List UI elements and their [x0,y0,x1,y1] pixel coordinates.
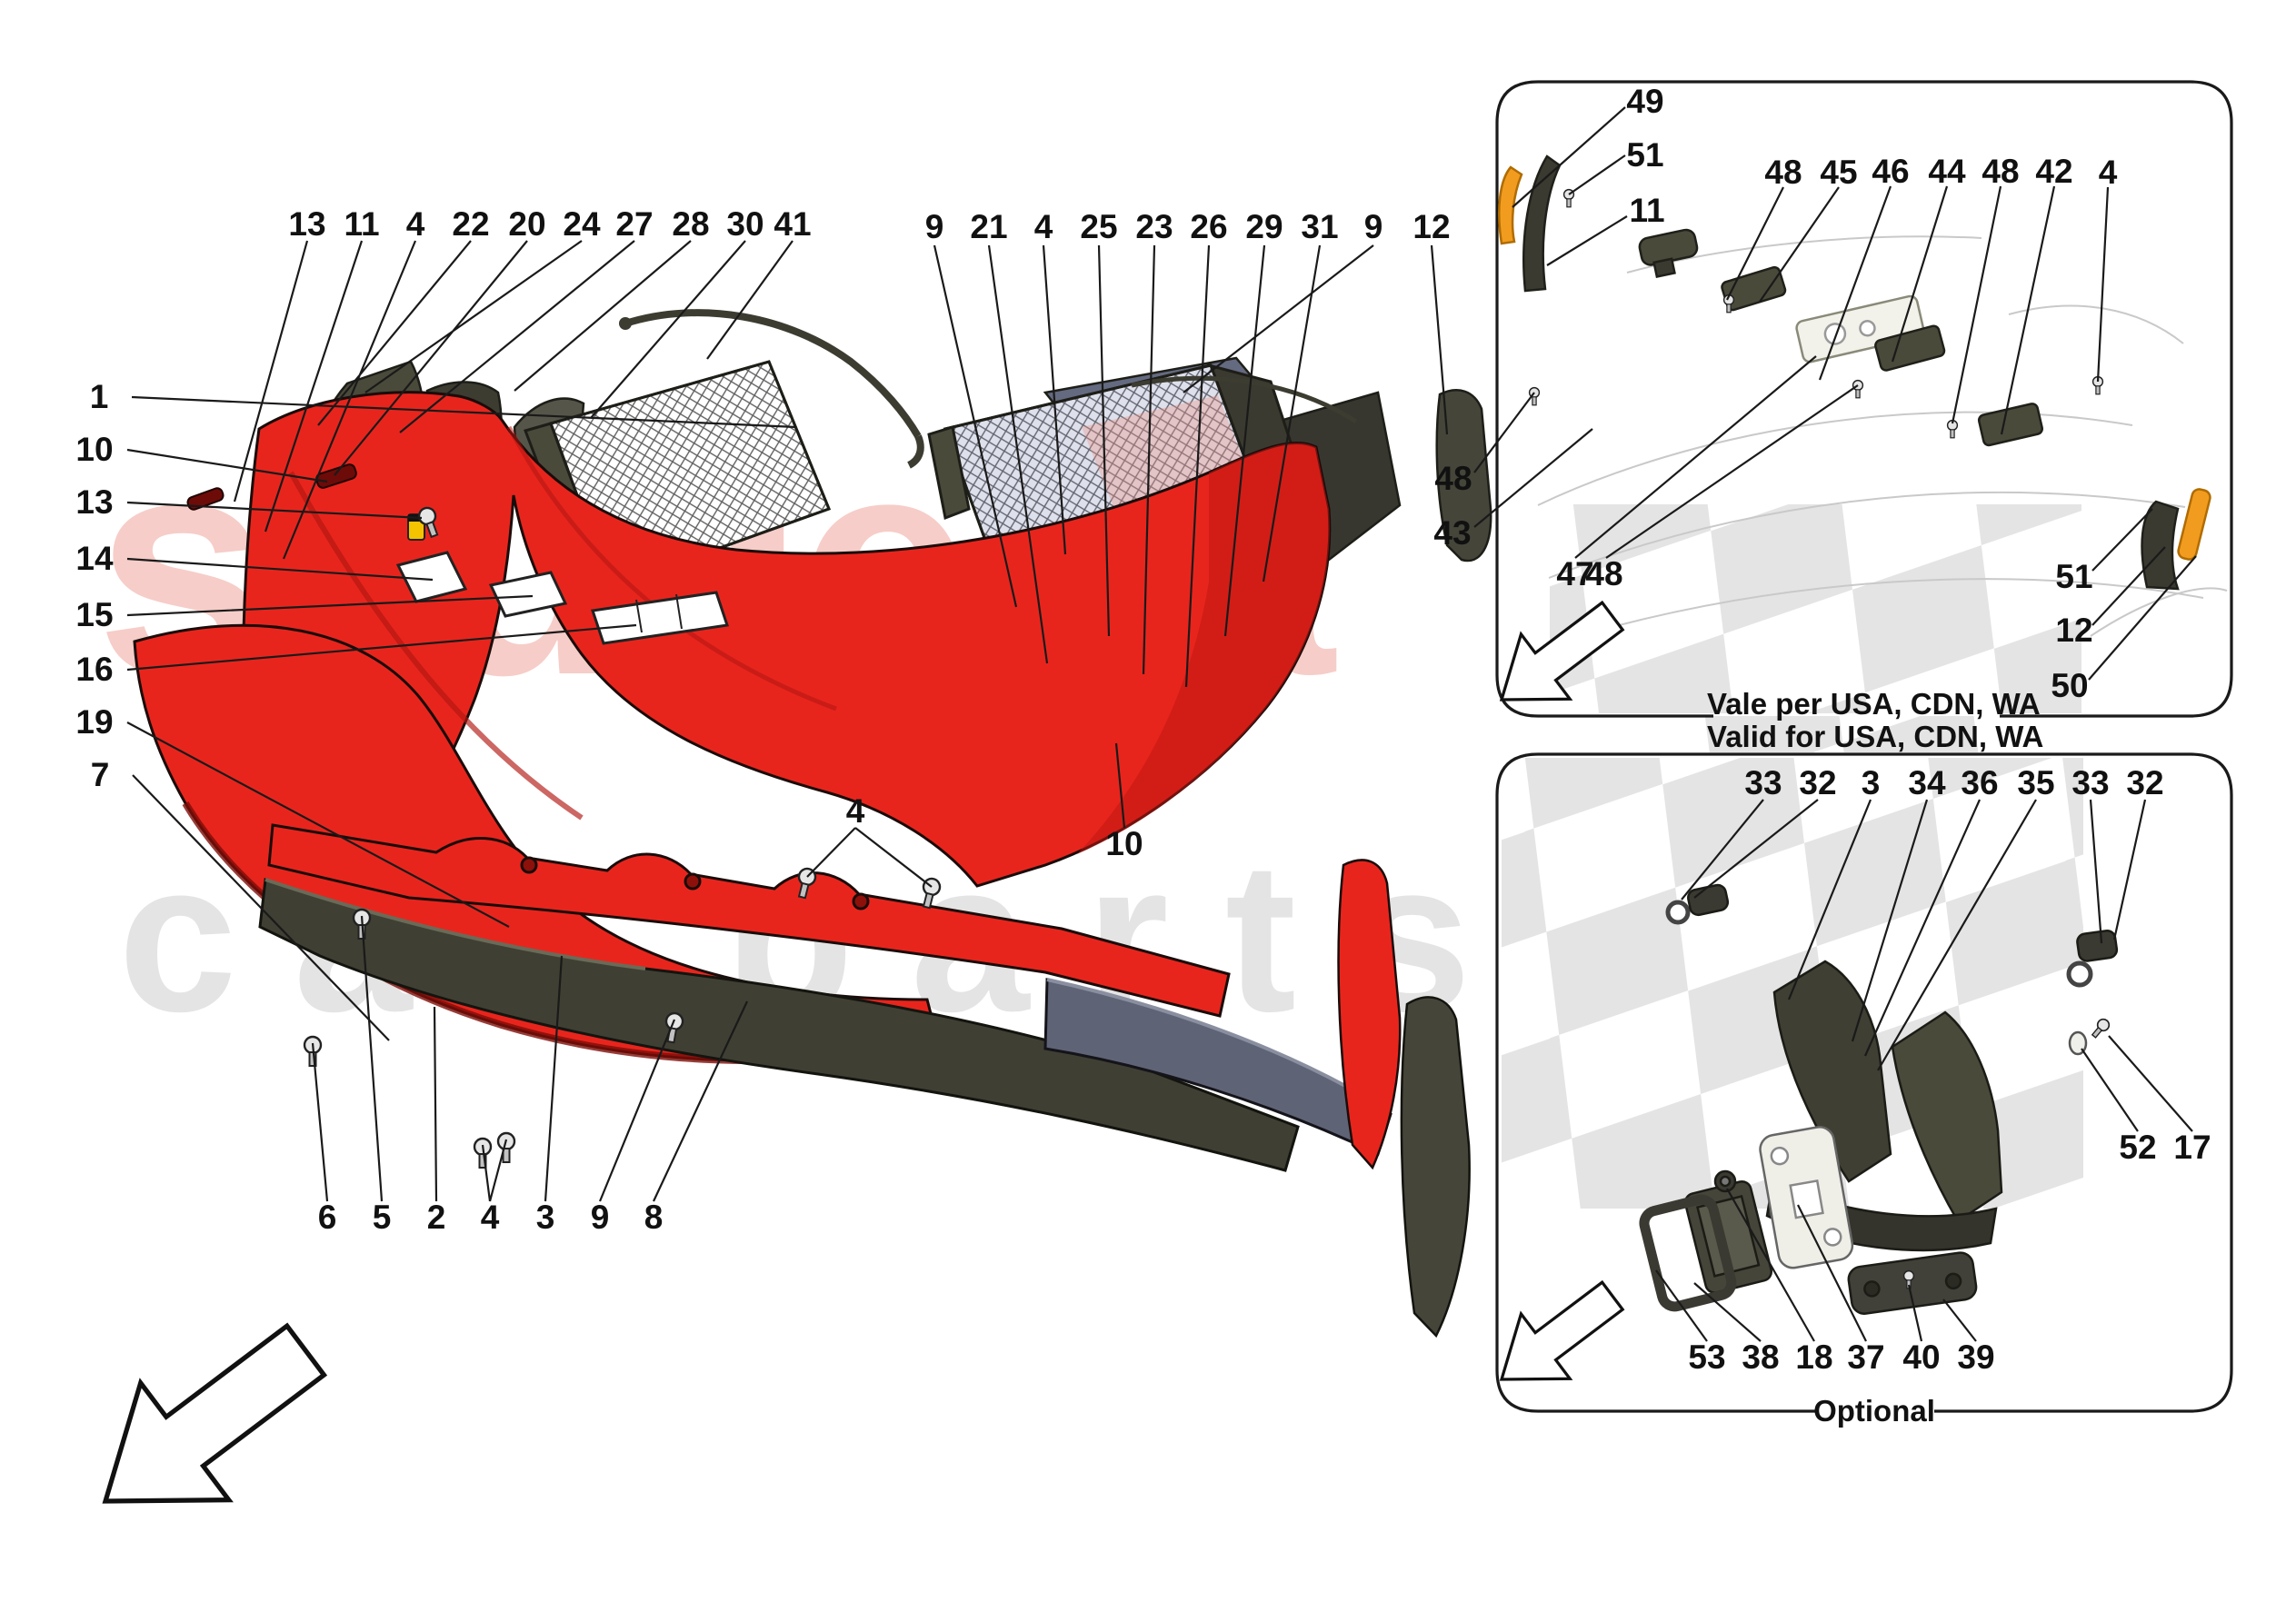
optional-part-callout-38: 38 [1742,1338,1780,1376]
clip-outlines [395,551,729,645]
optional-part-callout-37: 37 [1847,1338,1885,1376]
usa-part-callout-51: 51 [2055,558,2093,595]
main-part-callout-9: 9 [590,1199,610,1236]
main-part-callout-14: 14 [75,540,114,577]
main-part-callout-13: 13 [75,483,114,521]
usa-part-callout-48: 48 [1434,460,1472,497]
main-part-callout-4: 4 [845,792,865,830]
usa-part-callout-12: 12 [2055,612,2093,649]
usa-part-callout-11: 11 [1629,192,1665,229]
main-part-callout-26: 26 [1190,208,1228,245]
main-part-callout-29: 29 [1245,208,1283,245]
usa-panel-caption: Vale per USA, CDN, WA Valid for USA, CDN… [1707,687,2044,753]
optional-panel-parts [1639,883,2119,1315]
main-part-callout-23: 23 [1135,208,1173,245]
lower-splitter-blade [258,877,1300,1172]
main-part-callout-2: 2 [426,1199,446,1236]
main-part-callout-20: 20 [508,205,546,243]
usa-part-callout-42: 42 [2035,153,2073,190]
main-part-callout-10: 10 [75,431,114,468]
optional-part-callout-3: 3 [1861,764,1881,801]
main-part-callout-16: 16 [75,651,114,688]
main-part-callout-19: 19 [75,703,114,741]
main-part-callout-1: 1 [89,378,109,415]
red-tie-rail [267,823,1231,1018]
usa-part-callout-48: 48 [1764,154,1802,191]
optional-part-callout-18: 18 [1795,1338,1833,1376]
main-part-callout-21: 21 [970,208,1008,245]
main-part-callout-5: 5 [372,1199,392,1236]
usa-part-callout-51: 51 [1626,136,1664,174]
main-part-callout-31: 31 [1301,208,1339,245]
usa-part-callout-44: 44 [1928,153,1966,190]
direction-arrow-icon [1475,582,1639,734]
usa-part-callout-43: 43 [1433,514,1472,552]
optional-part-callout-17: 17 [2173,1129,2211,1166]
main-part-callout-4: 4 [405,205,425,243]
main-part-callout-13: 13 [288,205,326,243]
main-part-callout-15: 15 [75,596,114,633]
main-part-callout-11: 11 [344,205,380,243]
main-part-callout-9: 9 [1363,208,1383,245]
main-part-callout-4: 4 [480,1199,500,1236]
main-part-callout-8: 8 [644,1199,664,1236]
optional-part-callout-33: 33 [1744,764,1782,801]
optional-part-callout-34: 34 [1908,764,1946,801]
usa-part-callout-50: 50 [2051,667,2089,704]
usa-part-callout-4: 4 [2098,154,2118,191]
usa-part-callout-49: 49 [1626,83,1664,120]
main-part-callout-9: 9 [924,208,944,245]
usa-part-callout-48: 48 [1585,555,1623,592]
usa-panel-parts [1497,154,2211,591]
main-part-callout-24: 24 [563,205,601,243]
main-part-callout-27: 27 [615,205,654,243]
optional-part-callout-39: 39 [1957,1338,1995,1376]
optional-part-callout-32: 32 [2126,764,2164,801]
main-part-callout-4: 4 [1033,208,1053,245]
usa-caption-english: Valid for USA, CDN, WA [1707,720,2044,753]
main-part-callout-6: 6 [317,1199,337,1236]
usa-panel-sketch [1537,235,2228,637]
main-part-callout-7: 7 [90,756,110,793]
optional-part-callout-53: 53 [1688,1338,1726,1376]
upper-tube-part [619,309,924,469]
optional-part-callout-33: 33 [2071,764,2110,801]
side-liner-12 [1435,389,1492,562]
main-part-callout-22: 22 [452,205,490,243]
optional-part-callout-52: 52 [2119,1129,2157,1166]
optional-panel-caption: Optional [1813,1394,1935,1428]
main-part-callout-12: 12 [1413,208,1451,245]
optional-part-callout-32: 32 [1799,764,1837,801]
optional-part-callout-36: 36 [1961,764,1999,801]
main-part-callout-25: 25 [1080,208,1118,245]
direction-arrow-icon [0,1292,350,1622]
usa-part-callout-45: 45 [1820,154,1858,191]
optional-part-callout-40: 40 [1902,1338,1941,1376]
main-part-callout-10: 10 [1105,825,1143,862]
usa-part-callout-48: 48 [1982,153,2020,190]
main-part-callout-3: 3 [535,1199,555,1236]
optional-part-callout-35: 35 [2017,764,2055,801]
usa-part-callout-46: 46 [1872,153,1910,190]
main-part-callout-30: 30 [726,205,764,243]
main-part-callout-28: 28 [672,205,710,243]
main-part-callout-41: 41 [774,205,812,243]
right-side-liners [1337,859,1471,1338]
usa-caption-italian: Vale per USA, CDN, WA [1707,687,2041,721]
